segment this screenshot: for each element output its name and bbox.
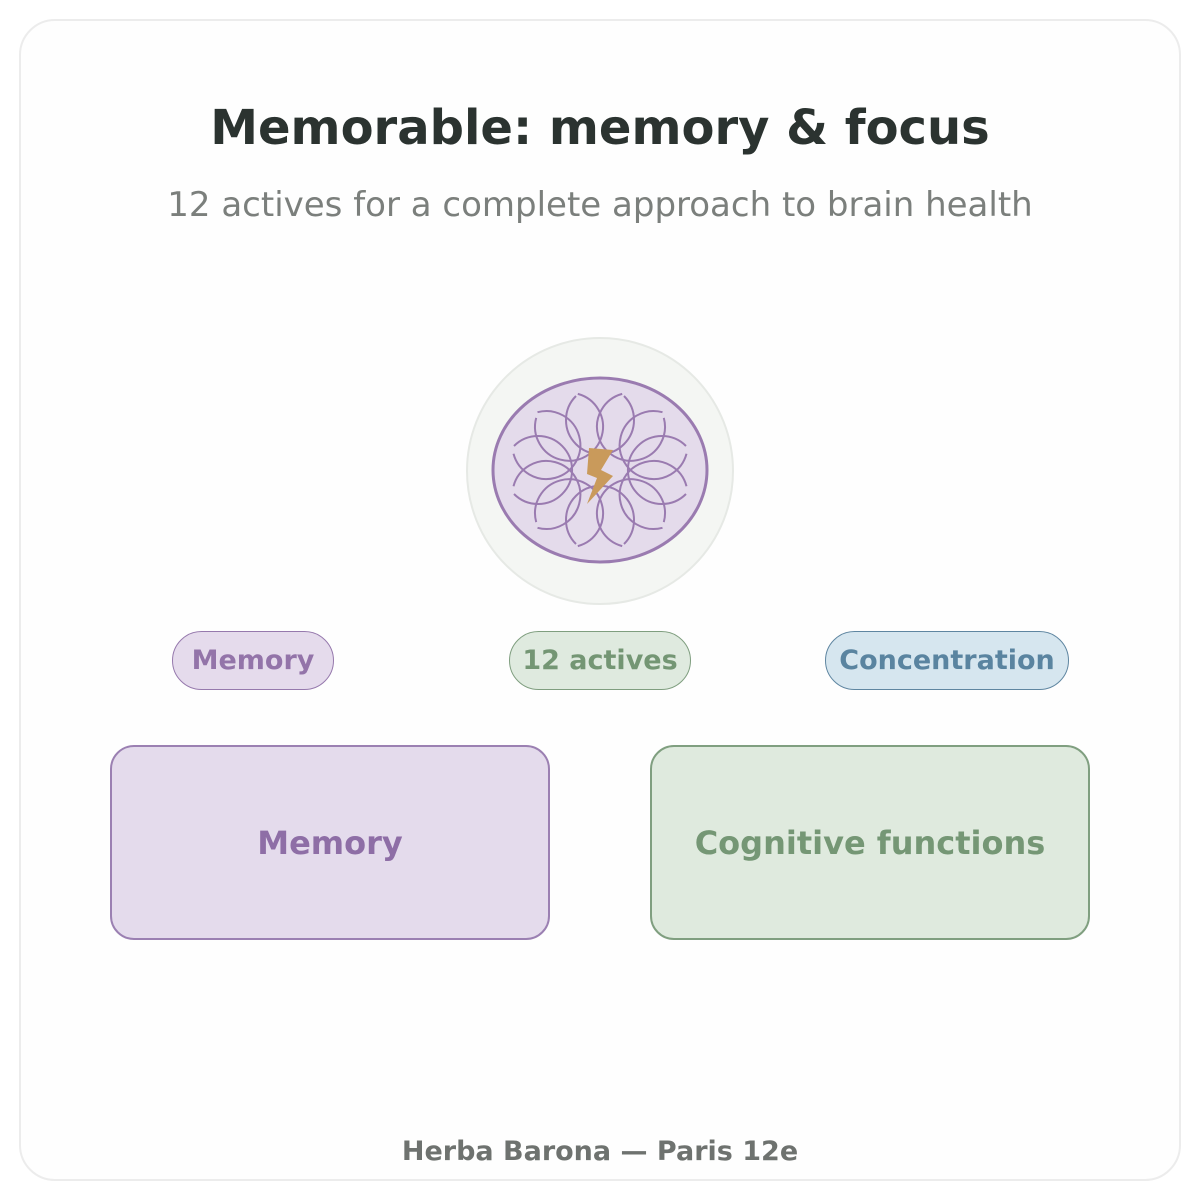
brain-fold-arc: [595, 478, 666, 548]
brain-fold-arc: [534, 392, 605, 462]
pill-concentration: Concentration: [825, 631, 1069, 690]
page-title: Memorable: memory & focus: [210, 100, 990, 156]
box-cognitive-functions: Cognitive functions: [650, 745, 1090, 940]
brain-fold-arc: [618, 459, 688, 530]
pill-12-actives: 12 actives: [509, 631, 691, 690]
brain-fold-arc: [512, 410, 582, 481]
brain-fold-arc: [513, 435, 573, 505]
footer-signature: Herba Barona — Paris 12e: [401, 1136, 799, 1167]
brain-lightning-icon: [465, 336, 735, 606]
page-subtitle: 12 actives for a complete approach to br…: [167, 185, 1033, 225]
brain-folds: [512, 392, 688, 548]
brain-fold-arc: [512, 459, 582, 530]
brain-fold-arc: [534, 478, 605, 548]
box-memory: Memory: [110, 745, 550, 940]
brain-fold-arc: [595, 392, 666, 462]
brain-fold-arc: [627, 435, 687, 505]
pill-memory: Memory: [172, 631, 334, 690]
lightning-bolt-icon: [587, 448, 613, 504]
brain-fold-arc: [618, 410, 688, 481]
